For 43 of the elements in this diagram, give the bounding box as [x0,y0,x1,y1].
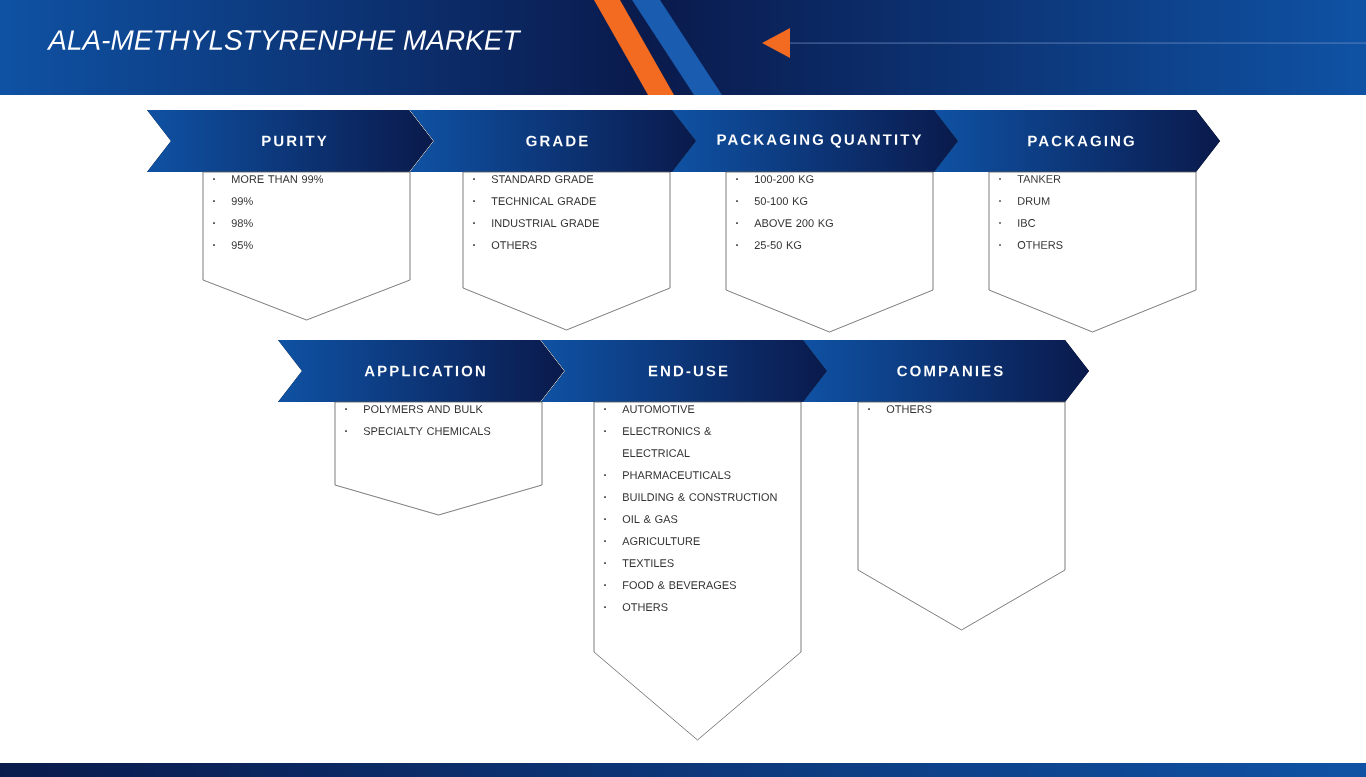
list-panel [857,401,1066,631]
title: ALA-METHYLSTYRENPHE MARKET [46,30,522,50]
chevron-header: APPLICATION [278,340,564,402]
chevron-header: PACKAGING [934,110,1220,172]
list-item: SPECIALTY CHEMICALS [345,427,491,435]
list-item: 50-100 KG [736,197,808,205]
list-item: 100-200 KG [736,175,814,183]
list-item: 99% [213,197,253,205]
list-item: IBC [999,219,1036,227]
list-item: AGRICULTURE [604,537,700,545]
chevron-header: GRADE [410,110,696,172]
list-item: 98% [213,219,253,227]
list-item: 95% [213,241,253,249]
list-panel [334,401,543,516]
list-item: OTHERS [604,603,668,611]
list-item: DRUM [999,197,1050,205]
list-item: TEXTILES [604,559,674,567]
list-item: OTHERS [473,241,537,249]
list-item: PHARMACEUTICALS [604,471,731,479]
list-item: OTHERS [868,405,932,413]
list-item: POLYMERS AND BULK [345,405,483,413]
list-panel [725,171,934,333]
list-item: INDUSTRIAL GRADE [473,219,599,227]
list-item: AUTOMOTIVE [604,405,695,413]
list-item: ELECTRONICS & ELECTRICAL [604,427,712,457]
list-item: OIL & GAS [604,515,678,523]
chevron-header: PURITY [147,110,433,172]
list-panel [593,401,802,741]
list-item: FOOD & BEVERAGES [604,581,736,589]
list-item: 25-50 KG [736,241,802,249]
list-item: MORE THAN 99% [213,175,324,183]
list-panel [988,171,1197,333]
list-item: ABOVE 200 KG [736,219,833,227]
chevron-header: END-USE [541,340,827,402]
list-panel [202,171,411,321]
list-item: TECHNICAL GRADE [473,197,596,205]
chevron-header: PACKAGING QUANTITY [672,110,958,172]
list-item: OTHERS [999,241,1063,249]
list-item: TANKER [999,175,1061,183]
list-panel [462,171,671,331]
chevron-header: COMPANIES [803,340,1089,402]
list-item: BUILDING & CONSTRUCTION [604,493,777,501]
list-item: STANDARD GRADE [473,175,594,183]
